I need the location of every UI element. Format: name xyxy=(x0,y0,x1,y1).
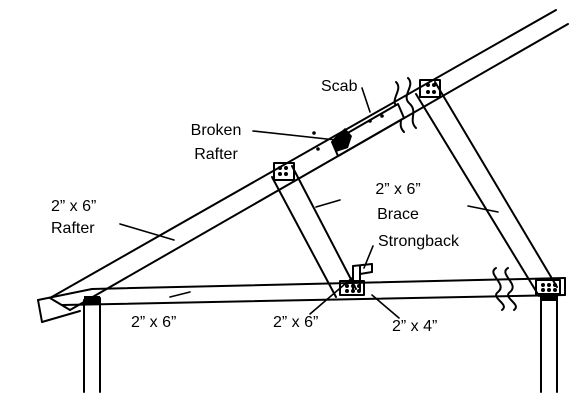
label-rafter: Rafter xyxy=(51,220,95,237)
joist-break-marks xyxy=(492,267,517,311)
nail-dots xyxy=(278,83,557,293)
label-strongback-6: 2” x 6” xyxy=(273,314,319,331)
label-brace-size: 2” x 6” xyxy=(375,181,421,198)
right-brace xyxy=(415,81,558,297)
left-wall-stud xyxy=(83,297,101,393)
leader-lines xyxy=(119,87,499,319)
label-strongback: Strongback xyxy=(378,233,459,250)
stud-tops xyxy=(84,293,557,304)
right-wall-stud xyxy=(540,295,558,393)
label-broken-rafter: Rafter xyxy=(194,146,238,163)
label-rafter-size: 2” x 6” xyxy=(51,198,97,215)
label-broken: Broken xyxy=(190,122,242,139)
strongback xyxy=(352,263,373,291)
label-joist-size: 2” x 6” xyxy=(131,314,177,331)
gusset-rafter-right-brace xyxy=(419,79,441,98)
label-scab: Scab xyxy=(321,78,358,95)
broken-rafter-mark xyxy=(332,128,352,152)
label-strongback-4: 2” x 4” xyxy=(392,318,438,335)
gusset-rafter-left-brace xyxy=(273,162,295,181)
left-brace xyxy=(271,165,357,298)
label-brace: Brace xyxy=(377,206,419,223)
rafter xyxy=(49,9,569,311)
